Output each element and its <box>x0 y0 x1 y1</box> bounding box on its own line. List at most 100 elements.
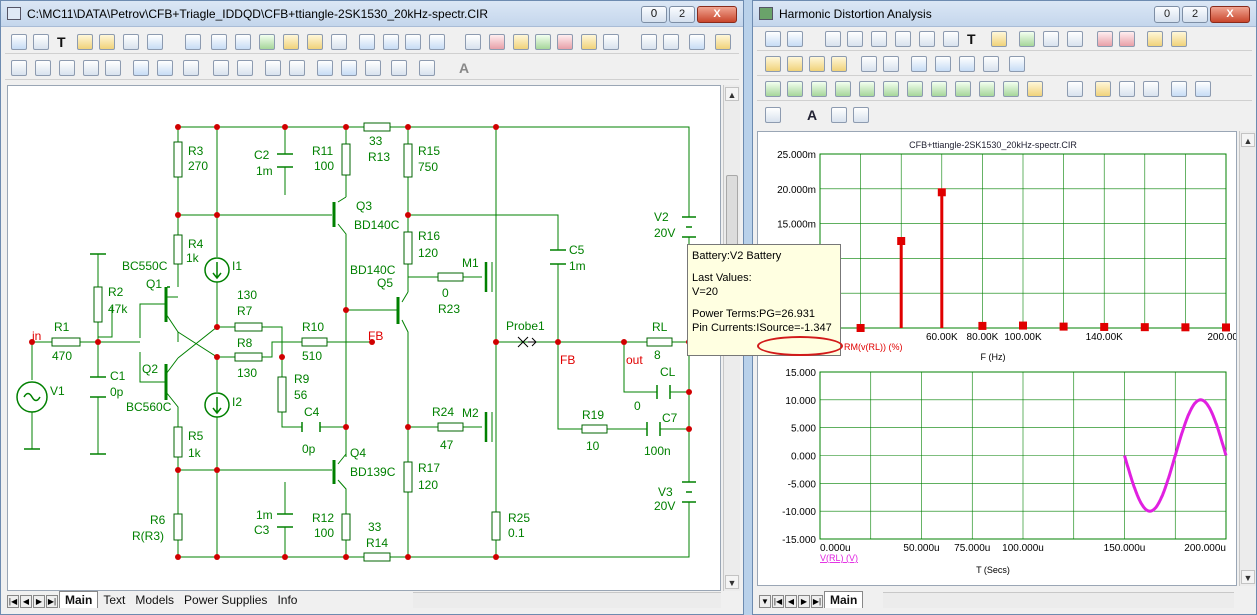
probe-icon[interactable] <box>259 34 275 50</box>
cursor-icon[interactable] <box>1097 31 1113 47</box>
zoom-in-icon[interactable] <box>1171 81 1187 97</box>
analysis-restore-button[interactable]: 2 <box>1182 6 1208 23</box>
plot-c-icon[interactable] <box>809 56 825 72</box>
list-icon[interactable] <box>307 34 323 50</box>
function-icon[interactable] <box>943 31 959 47</box>
schematic-titlebar[interactable]: C:\MC11\DATA\Petrov\CFB+Triagle_IDDQD\CF… <box>1 1 743 27</box>
high-icon[interactable] <box>811 81 827 97</box>
global-high-icon[interactable] <box>883 81 899 97</box>
copy2-icon[interactable] <box>289 60 305 76</box>
arrows-icon[interactable] <box>489 34 505 50</box>
rotate-icon[interactable] <box>59 60 75 76</box>
warning-icon[interactable] <box>581 34 597 50</box>
xvalue-icon[interactable] <box>1003 81 1019 97</box>
zoom-in-icon[interactable] <box>317 60 333 76</box>
slope-icon[interactable] <box>979 81 995 97</box>
scale-icon[interactable] <box>825 31 841 47</box>
stop-icon[interactable] <box>213 60 229 76</box>
font-icon[interactable]: A <box>459 60 470 76</box>
schematic-horizontal-scrollbar[interactable] <box>413 592 721 608</box>
box-icon[interactable] <box>35 60 51 76</box>
global-low-icon[interactable] <box>907 81 923 97</box>
run-icon[interactable] <box>1019 31 1035 47</box>
copy-icon[interactable] <box>265 60 281 76</box>
restore-scale-icon[interactable] <box>871 31 887 47</box>
link-icon[interactable] <box>557 34 573 50</box>
page-icon[interactable] <box>641 34 657 50</box>
plot-f-icon[interactable] <box>883 56 899 72</box>
properties-icon[interactable] <box>715 34 731 50</box>
low-icon[interactable] <box>835 81 851 97</box>
cancel-icon[interactable] <box>237 60 253 76</box>
copy-plot-icon[interactable] <box>787 31 803 47</box>
info-icon[interactable] <box>211 34 227 50</box>
pause-icon[interactable] <box>1067 31 1083 47</box>
zoom-b-icon[interactable] <box>935 56 951 72</box>
flip-icon[interactable] <box>105 60 121 76</box>
close-button[interactable]: X <box>697 6 737 23</box>
help-icon[interactable] <box>235 34 251 50</box>
grid-options-icon[interactable] <box>419 60 435 76</box>
properties-icon[interactable] <box>991 31 1007 47</box>
mirror-icon[interactable] <box>83 60 99 76</box>
y-scale-icon[interactable] <box>895 31 911 47</box>
zoom-out-icon[interactable] <box>1195 81 1211 97</box>
page2-icon[interactable] <box>663 34 679 50</box>
copy-b-icon[interactable] <box>853 107 869 123</box>
copy-a-icon[interactable] <box>831 107 847 123</box>
last-tab-icon[interactable]: ▶| <box>46 595 58 608</box>
stop-icon[interactable] <box>1043 31 1059 47</box>
grid-icon[interactable] <box>603 34 619 50</box>
window-icon[interactable] <box>1147 31 1163 47</box>
plot-d-icon[interactable] <box>831 56 847 72</box>
select-icon[interactable] <box>765 31 781 47</box>
bottom-icon[interactable] <box>955 81 971 97</box>
valley-icon[interactable] <box>787 81 803 97</box>
numbers-icon[interactable] <box>331 34 347 50</box>
scroll-up-arrow[interactable]: ▲ <box>725 87 739 101</box>
text-icon[interactable]: T <box>967 31 976 47</box>
first-tab-icon[interactable]: |◀ <box>7 595 19 608</box>
fit-icon[interactable] <box>1119 81 1135 97</box>
x-scale-icon[interactable] <box>919 31 935 47</box>
clipboard-icon[interactable] <box>1027 81 1043 97</box>
zoom-c-icon[interactable] <box>959 56 975 72</box>
font-icon[interactable]: A <box>807 107 818 123</box>
current-icon[interactable] <box>383 34 399 50</box>
zoom-d-icon[interactable] <box>983 56 999 72</box>
plot-e-icon[interactable] <box>861 56 877 72</box>
tab-info[interactable]: Info <box>277 593 298 607</box>
plot-b-icon[interactable] <box>787 56 803 72</box>
zoom-out-icon[interactable] <box>341 60 357 76</box>
minimize-button[interactable]: 0 <box>641 6 667 23</box>
cursor2-icon[interactable] <box>1119 31 1135 47</box>
pin-icon[interactable] <box>465 34 481 50</box>
flag-icon[interactable] <box>185 34 201 50</box>
analysis-tab-main[interactable]: Main <box>824 591 864 608</box>
next-tab-icon[interactable]: ▶ <box>33 595 45 608</box>
options-icon[interactable] <box>765 107 781 123</box>
pencil-icon[interactable] <box>77 34 93 50</box>
restore-button[interactable]: 2 <box>669 6 695 23</box>
schematic-canvas[interactable]: R3 270 C2 1m R11 100 33 R13 R15 750 Q3 B… <box>7 85 721 591</box>
list-icon[interactable] <box>1067 81 1083 97</box>
node-voltage-icon[interactable] <box>359 34 375 50</box>
auto-scale-icon[interactable] <box>847 31 863 47</box>
data-icon[interactable] <box>1095 81 1111 97</box>
zoom-a-icon[interactable] <box>911 56 927 72</box>
analysis-first-tab-icon[interactable]: ▼ <box>759 595 771 608</box>
analysis-horizontal-scrollbar[interactable] <box>883 592 1234 608</box>
tab-main[interactable]: Main <box>59 591 99 608</box>
scroll-down-arrow[interactable]: ▼ <box>725 575 739 589</box>
paste-icon[interactable] <box>183 60 199 76</box>
fit2-icon[interactable] <box>1143 81 1159 97</box>
zoom-fit-icon[interactable] <box>365 60 381 76</box>
peak-icon[interactable] <box>765 81 781 97</box>
prev-tab-icon[interactable]: ◀ <box>20 595 32 608</box>
analysis-last-tab-icon[interactable]: ▶| <box>811 595 823 608</box>
bolt-icon[interactable] <box>513 34 529 50</box>
wire-mode-icon[interactable] <box>33 34 49 50</box>
analysis-vertical-scrollbar[interactable]: ▲ ▼ <box>1239 131 1256 586</box>
analysis-next-tab-icon[interactable]: ▶ <box>798 595 810 608</box>
tab-models[interactable]: Models <box>135 593 175 607</box>
